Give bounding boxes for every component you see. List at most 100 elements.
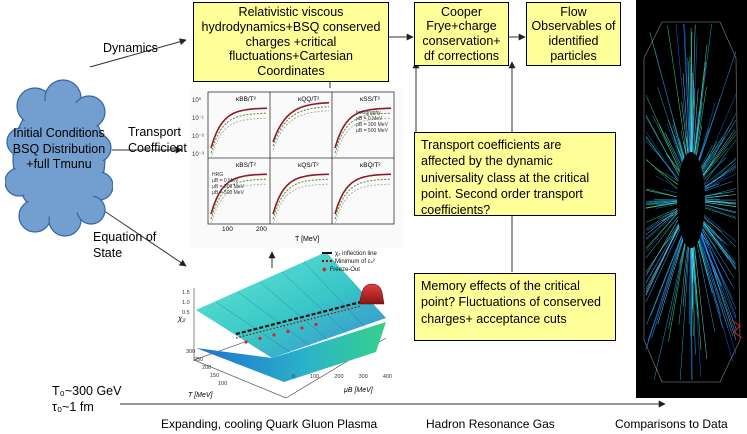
particle-track	[700, 204, 737, 218]
particle-track	[700, 173, 737, 192]
particle-track	[645, 206, 683, 239]
particle-track	[701, 157, 737, 192]
particle-track	[702, 194, 737, 199]
transport-curve	[210, 183, 267, 225]
particle-track	[645, 208, 682, 249]
transport-label: Transport Coefficient s	[128, 125, 197, 155]
transport-x-axis-label: T [MeV]	[295, 236, 320, 243]
particle-track	[699, 211, 737, 248]
transport-panel-title: κQQ/T²	[298, 96, 320, 103]
transport-curve	[272, 183, 329, 225]
particle-track	[650, 229, 685, 316]
particle-track	[667, 25, 689, 166]
particle-track	[700, 112, 737, 185]
particle-track	[668, 227, 689, 342]
particle-track	[699, 200, 737, 204]
transport-y-tick: 10⁻²	[192, 134, 204, 140]
transport-panel-title: κBS/T²	[236, 162, 256, 169]
eos-mu-tick: 0	[292, 374, 296, 380]
transport-plot-canvas	[207, 91, 395, 225]
particle-track	[645, 210, 681, 241]
transport-x-tick: 200	[256, 226, 267, 233]
eos-t-tick: 250	[194, 357, 204, 363]
particle-track	[700, 201, 737, 207]
particle-track	[645, 210, 684, 276]
particle-track	[696, 231, 734, 336]
particle-track	[692, 235, 702, 351]
particle-track	[691, 72, 693, 160]
particle-track	[697, 137, 725, 179]
particle-track	[645, 95, 684, 180]
transport-curve	[210, 107, 267, 149]
legend-hrg-entry: μB = 500 MeV	[212, 190, 244, 196]
particle-track	[699, 131, 737, 181]
particle-track	[689, 56, 692, 164]
particle-track	[698, 136, 724, 177]
flow-box-text: Flow Observables of identified particles	[531, 4, 616, 63]
particle-track	[701, 201, 737, 208]
eos-mu-tick: 300	[358, 374, 368, 380]
cs2-minimum-line	[235, 305, 362, 339]
freeze-out-point	[314, 322, 318, 327]
eos-legend-entry: χ₂ inflection line	[322, 250, 377, 258]
particle-track	[645, 200, 680, 202]
particle-track	[657, 230, 687, 325]
particle-track	[657, 87, 687, 176]
particle-track	[700, 191, 734, 198]
freeze-out-point	[272, 333, 276, 337]
particle-track	[699, 203, 737, 213]
eos-mu-tick: 100	[310, 374, 320, 380]
eos-t-tick: 300	[186, 349, 196, 355]
particle-track	[658, 123, 685, 176]
transport-note: Transport coefficients are affected by t…	[414, 132, 616, 217]
dynamics-label: Dynamics	[103, 41, 158, 55]
eos-mu-label: μB [MeV]	[344, 387, 373, 394]
hydro-box: Relativistic viscous hydrodynamics+BSQ c…	[193, 2, 389, 82]
transport-curve	[210, 112, 267, 154]
eos-label: Equation of State	[93, 230, 157, 260]
particle-track	[653, 236, 687, 381]
particle-track	[702, 180, 733, 193]
eos-z-tick: 1.0	[182, 300, 190, 306]
transport-x-tick: 100	[222, 226, 233, 233]
hydro-box-text: Relativistic viscous hydrodynamics+BSQ c…	[201, 5, 381, 79]
eos-z-tick: 0.5	[182, 310, 190, 316]
particle-track	[645, 200, 682, 203]
critical-peak	[358, 283, 385, 305]
particle-track	[684, 23, 691, 168]
freeze-out-point	[244, 340, 248, 344]
particle-track	[695, 228, 721, 316]
particle-track	[699, 123, 732, 174]
particle-track	[691, 232, 702, 378]
transport-curve	[334, 112, 391, 154]
hrg-stage-label: Hadron Resonance Gas	[426, 417, 555, 431]
eos-z-tick: 1.5	[182, 290, 190, 296]
transport-y-tick: 10⁻³	[192, 152, 204, 158]
particle-track	[692, 232, 708, 360]
eos-legend-entry: Minimum of cₛ²	[322, 258, 377, 266]
particle-track	[652, 115, 686, 180]
particle-track	[688, 60, 691, 165]
particle-track	[699, 134, 737, 181]
particle-track	[646, 226, 686, 325]
transport-curve	[210, 117, 267, 159]
initial-conditions-label: Initial Conditions BSQ Distribution +ful…	[12, 126, 106, 172]
particle-track	[699, 200, 737, 205]
transport-panel-title: κBQ/T²	[360, 162, 381, 169]
particle-track	[691, 36, 698, 162]
legend-holo-entry: μB = 300 MeV	[356, 122, 388, 128]
transport-curve	[334, 173, 391, 215]
transport-curve	[210, 178, 267, 220]
transport-y-tick: 10⁰	[192, 98, 202, 104]
particle-track	[645, 206, 682, 223]
particle-track	[651, 225, 687, 338]
freeze-out-point	[286, 329, 290, 334]
particle-track	[699, 210, 737, 242]
transport-curve	[334, 183, 391, 225]
freeze-out-point	[258, 336, 262, 341]
initial-time: τ₀~1 fm	[52, 400, 94, 414]
particle-track	[696, 226, 737, 355]
particle-track	[645, 131, 683, 188]
chi2-inflection-line	[235, 300, 362, 336]
legend-holo-entry: μB = 0 MeV	[356, 116, 383, 122]
